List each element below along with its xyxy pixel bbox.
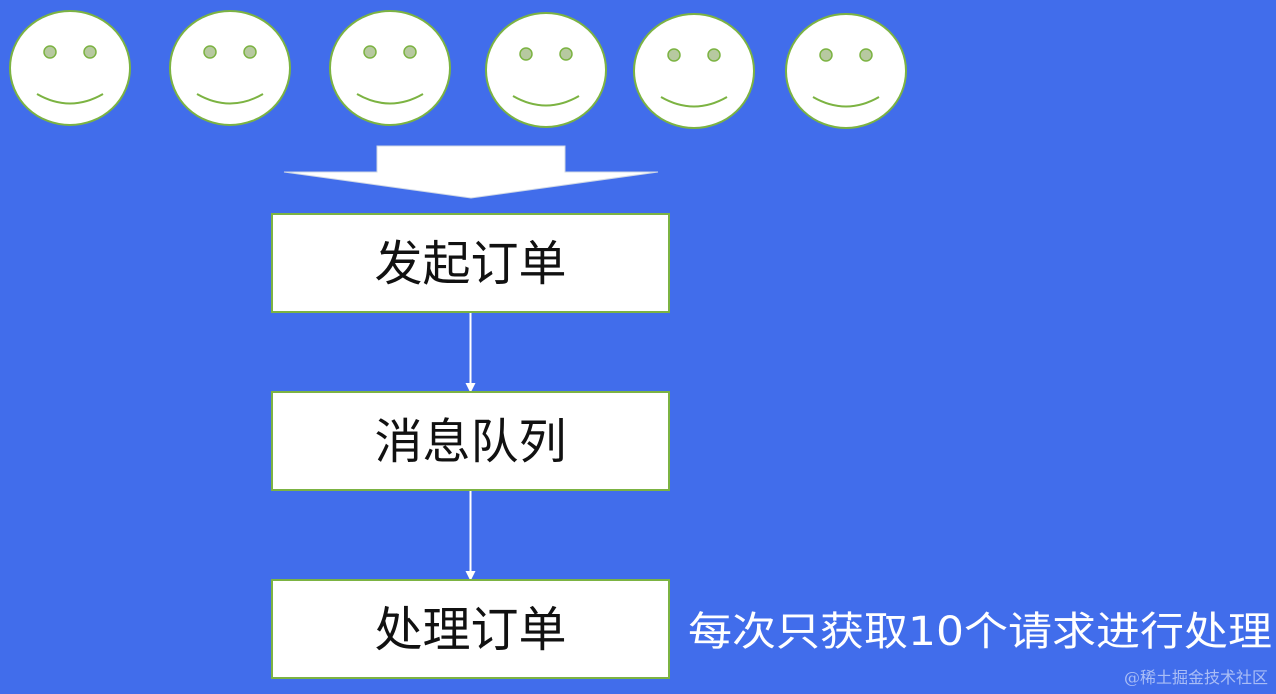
step-label: 消息队列 <box>374 414 566 470</box>
smiley-face-icon <box>329 10 451 126</box>
watermark: @稀土掘金技术社区 <box>1123 668 1268 687</box>
step-box-message-queue: 消息队列 <box>271 391 670 491</box>
smiley-face-icon <box>9 10 131 126</box>
step-label: 发起订单 <box>374 236 566 292</box>
smiley-face-icon <box>785 13 907 129</box>
step-label: 处理订单 <box>374 602 566 658</box>
note-label: 每次只获取10个请求进行处理 <box>688 609 1272 655</box>
big-down-arrow-icon <box>283 145 659 199</box>
smiley-face-icon <box>169 10 291 126</box>
step-box-create-order: 发起订单 <box>271 213 670 313</box>
smiley-face-icon <box>633 13 755 129</box>
faces-row <box>9 10 907 129</box>
smiley-face-icon <box>485 12 607 128</box>
step-box-process-order: 处理订单 <box>271 579 670 679</box>
